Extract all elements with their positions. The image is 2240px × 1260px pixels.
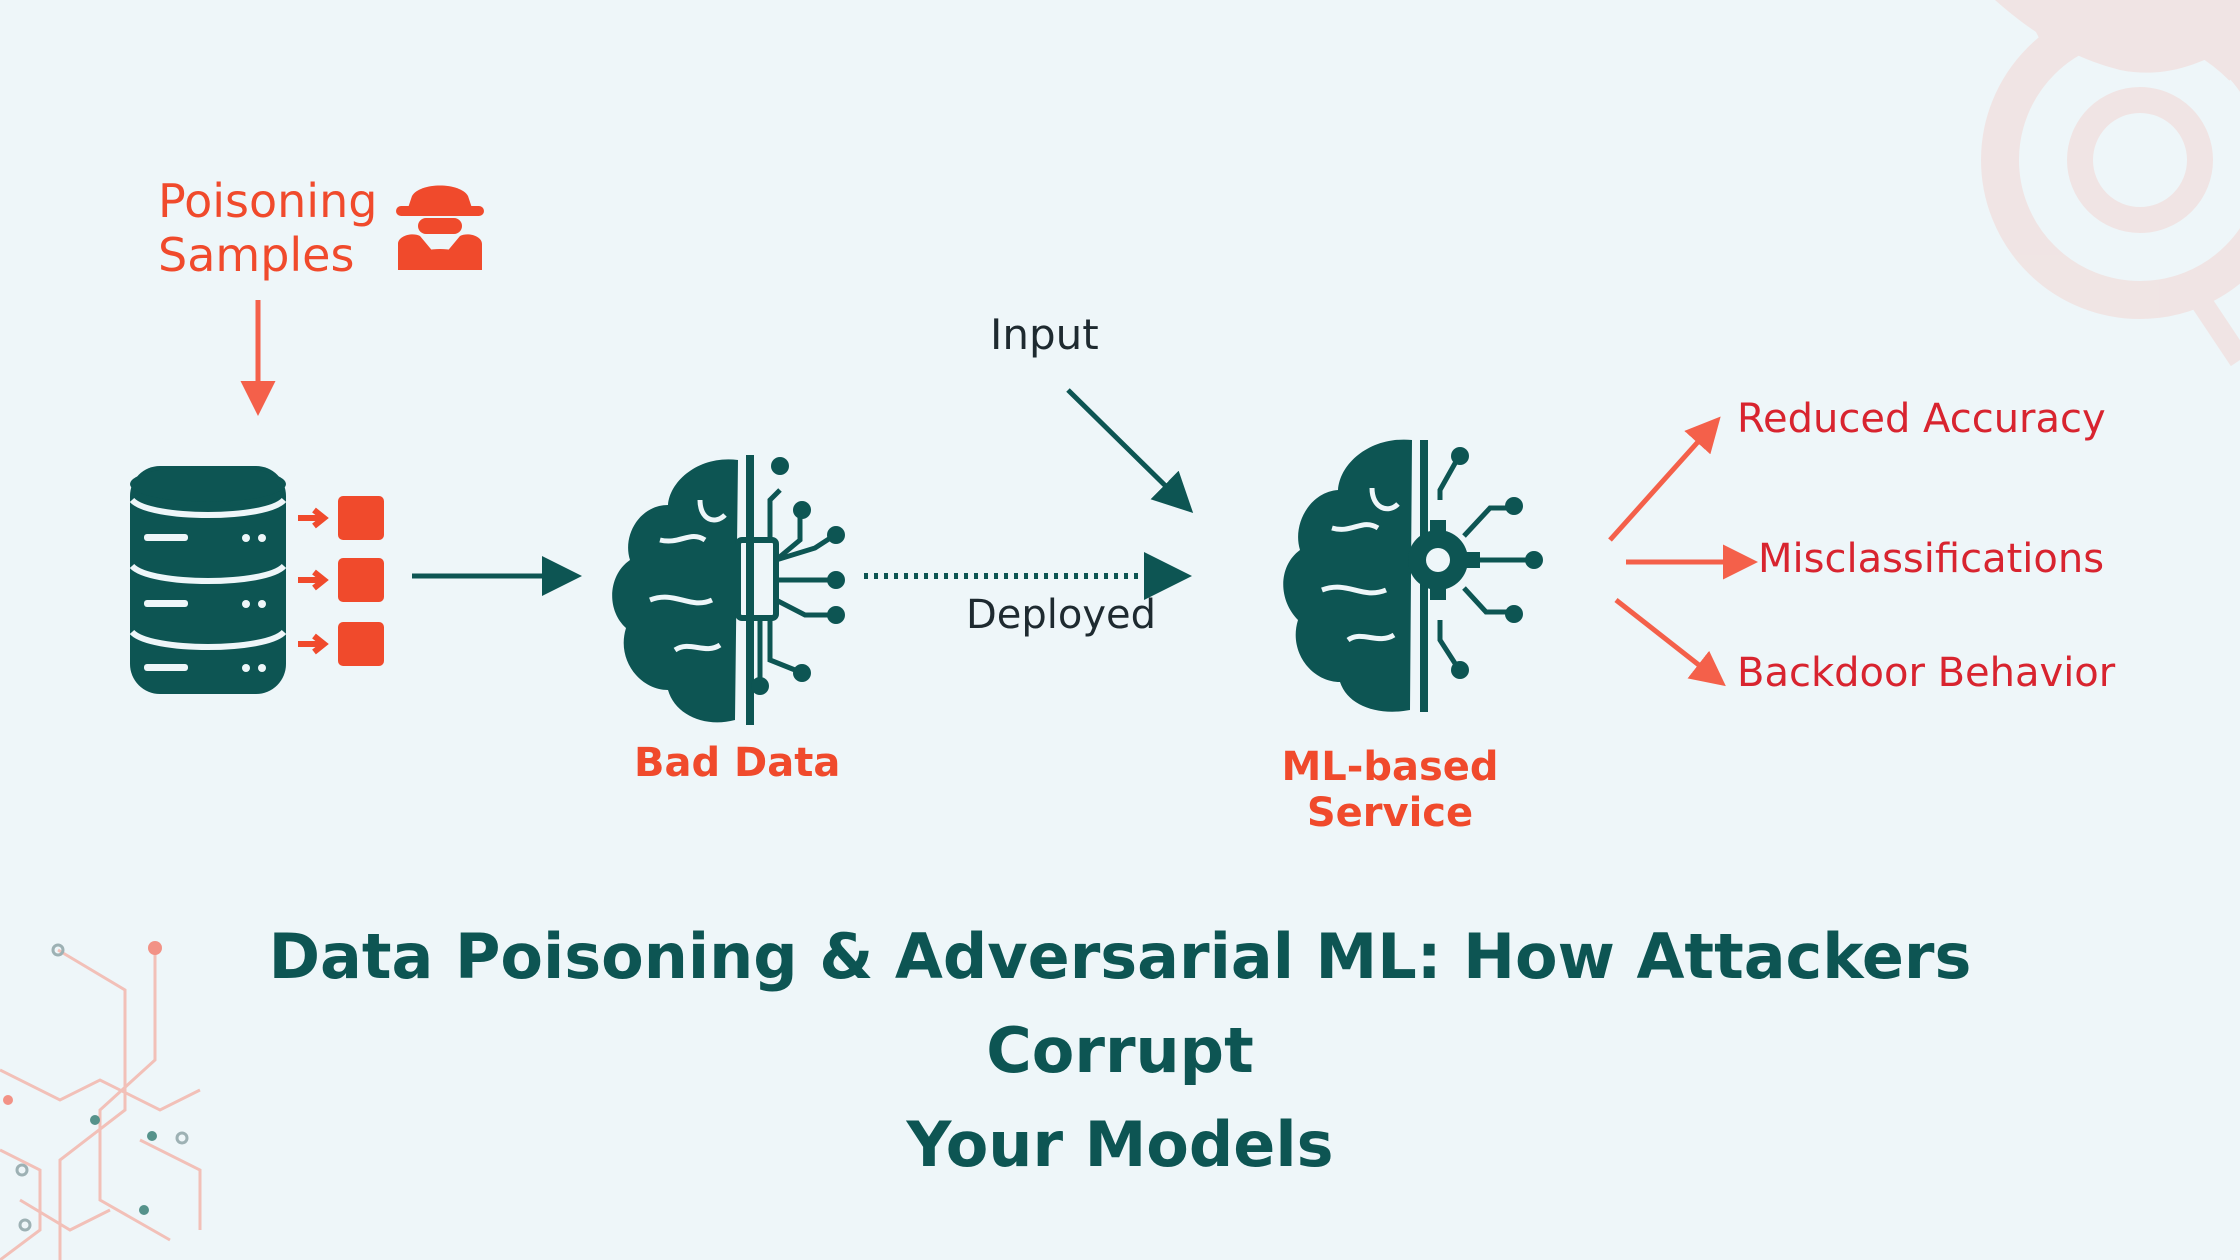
circuit-decoration <box>0 941 202 1260</box>
outcome-arrow-1 <box>1608 416 1721 542</box>
brain-gear-icon <box>1283 439 1543 712</box>
service-line1: ML-based <box>1281 744 1499 790</box>
poisoning-samples-label: Poisoning Samples <box>158 174 377 282</box>
page-title: Data Poisoning & Adversarial ML: How Att… <box>150 910 2090 1192</box>
outcome-arrow-3 <box>1614 598 1726 687</box>
ml-service-label: ML-based Service <box>1240 744 1540 836</box>
service-line2: Service <box>1306 790 1474 836</box>
poisoning-line2: Samples <box>158 228 355 282</box>
bad-data-label: Bad Data <box>634 740 841 786</box>
database-icon <box>129 466 287 694</box>
brain-chip-icon <box>612 455 845 725</box>
outcome-backdoor-behavior: Backdoor Behavior <box>1737 650 2116 696</box>
deployed-label: Deployed <box>966 592 1157 638</box>
poisoned-samples <box>298 496 384 666</box>
outcome-reduced-accuracy: Reduced Accuracy <box>1737 396 2106 442</box>
title-line2: Your Models <box>906 1108 1334 1181</box>
hacker-icon <box>396 185 484 270</box>
input-arrow <box>1066 388 1194 514</box>
outcome-misclassifications: Misclassifications <box>1758 536 2105 582</box>
title-line1: Data Poisoning & Adversarial ML: How Att… <box>268 920 1972 1087</box>
input-label: Input <box>990 310 1099 359</box>
poisoning-line1: Poisoning <box>158 174 378 228</box>
watermark-owl-icon <box>1981 0 2240 367</box>
